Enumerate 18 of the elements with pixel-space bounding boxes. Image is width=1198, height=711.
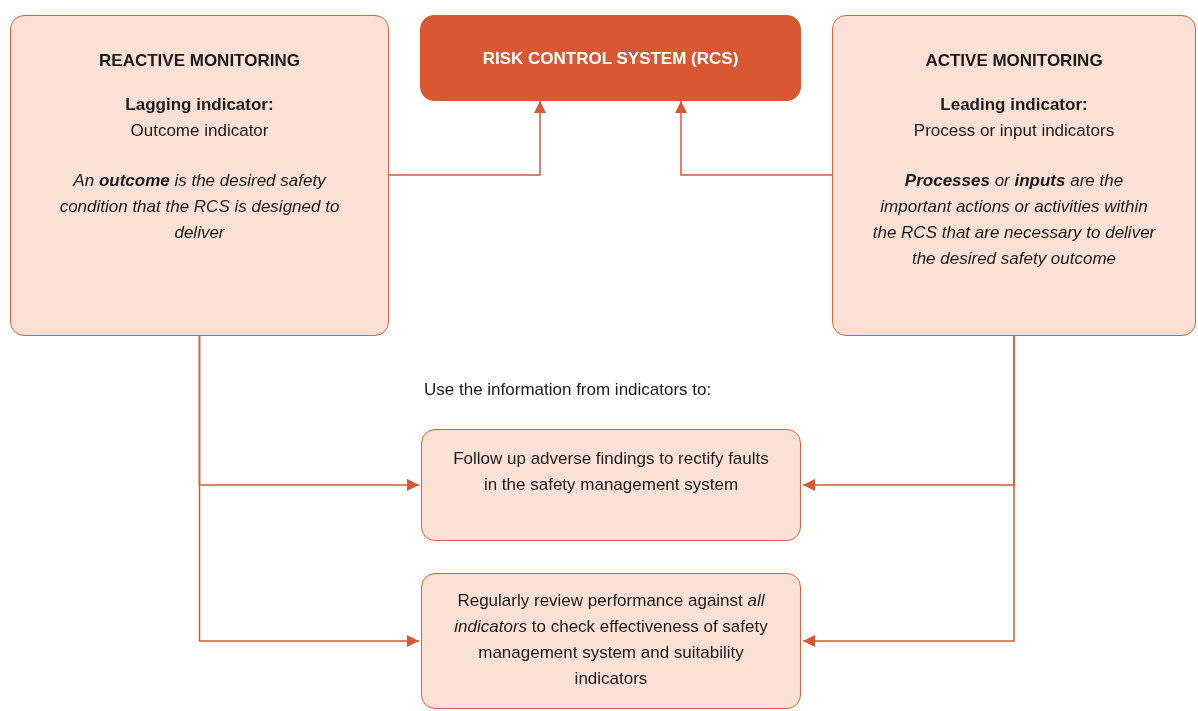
indicator-name: Leading indicator: <box>940 94 1088 116</box>
panel-heading: REACTIVE MONITORING <box>99 50 300 72</box>
monitoring-panel <box>832 15 1196 336</box>
indicator-type: Outcome indicator <box>130 120 269 142</box>
description-text: An outcome is the desired safety condition that the RCS is designed to deliver <box>58 170 341 244</box>
arrow <box>802 335 1015 647</box>
action-box: Follow up adverse findings to rectify faults in the safety management system <box>421 429 801 541</box>
instruction-text: Use the information from indicators to: <box>424 380 712 400</box>
indicator-name: Lagging indicator: <box>125 94 274 116</box>
description-text: Processes or inputs are the important actions or activities within the RCS that are necessary to deliver the desired safety outcome <box>871 170 1157 270</box>
panel-heading: ACTIVE MONITORING <box>925 50 1103 72</box>
system-box: RISK CONTROL SYSTEM (RCS) <box>420 15 801 101</box>
arrow <box>675 100 833 176</box>
monitoring-panel <box>10 15 389 336</box>
action-box: Regularly review performance against all indicators to check effectiveness of safety management system and suitability indicators <box>421 573 801 709</box>
arrow <box>388 100 546 176</box>
indicator-type: Process or input indicators <box>913 120 1115 142</box>
arrow <box>198 335 420 647</box>
